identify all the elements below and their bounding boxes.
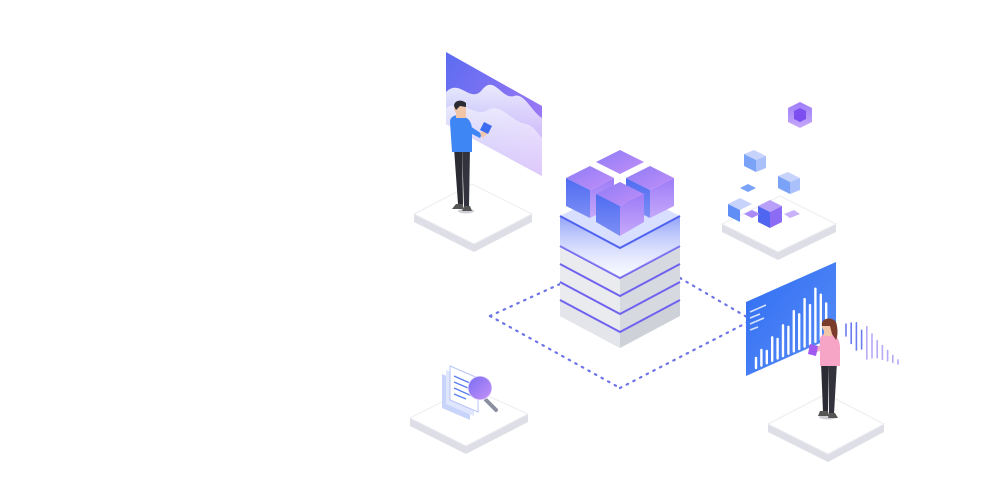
man-figure — [450, 100, 492, 214]
server-cubes — [566, 150, 674, 236]
side-sparkline-bars — [845, 321, 899, 365]
dotted-network-lines — [488, 276, 754, 390]
stacked-cubes-icon — [728, 102, 812, 228]
document-search-icon — [442, 365, 498, 420]
server-disk-stack — [559, 245, 681, 348]
platform-top-left — [412, 183, 534, 252]
woman-figure — [808, 318, 840, 420]
platform-bottom-right — [766, 393, 886, 462]
data-server-icon — [559, 150, 681, 348]
